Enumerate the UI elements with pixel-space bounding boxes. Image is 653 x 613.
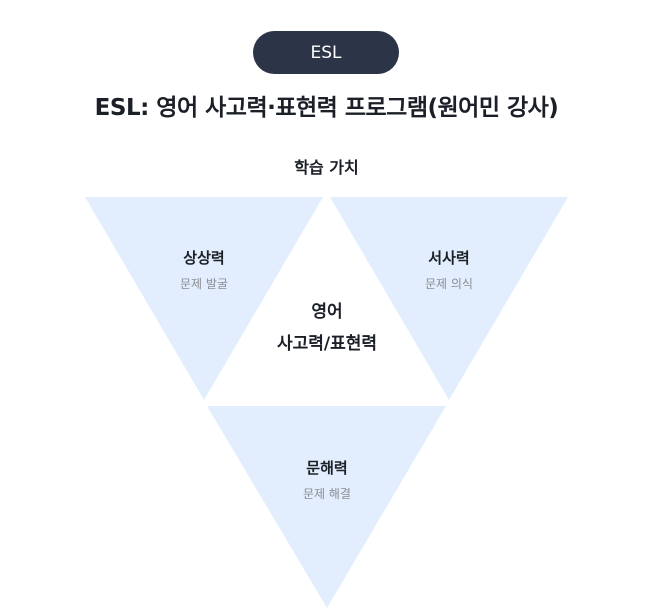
center-label: 영어 사고력/표현력 xyxy=(227,296,427,360)
section-subtitle: 학습 가치 xyxy=(294,158,359,177)
center-line1: 영어 xyxy=(311,302,343,322)
page-title: ESL: 영어 사고력·표현력 프로그램(원어민 강사) xyxy=(94,95,559,121)
node-narrative: 서사력 문제 의식 xyxy=(349,247,549,292)
node-desc: 문제 해결 xyxy=(303,487,351,501)
triangle-top-left xyxy=(85,197,323,400)
node-imagination: 상상력 문제 발굴 xyxy=(104,247,304,292)
triangle-bottom xyxy=(207,406,446,608)
node-literacy: 문해력 문제 해결 xyxy=(227,457,427,502)
triangle-top-right xyxy=(330,197,568,400)
node-desc: 문제 의식 xyxy=(425,277,473,291)
node-title: 상상력 xyxy=(183,249,225,267)
esl-badge: ESL xyxy=(253,31,399,74)
node-title: 서사력 xyxy=(428,249,470,267)
node-desc: 문제 발굴 xyxy=(180,277,228,291)
center-line2: 사고력/표현력 xyxy=(276,334,378,354)
node-title: 문해력 xyxy=(306,459,348,477)
